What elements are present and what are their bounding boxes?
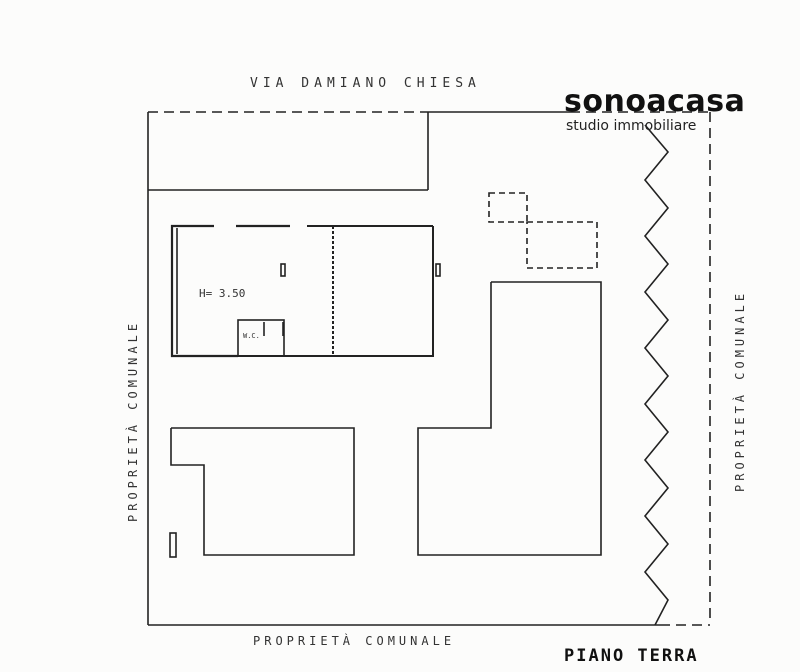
annex-dashed-1 [488,192,528,223]
building-right [417,281,602,556]
annex-dashed-2 [526,221,598,269]
bottom-property-label: PROPRIETÀ COMUNALE [253,634,456,648]
wc-label: W.C. [243,332,260,340]
floor-title: PIANO TERRA [564,646,699,666]
small-element [169,532,177,558]
logo-subtitle: studio immobiliare [566,118,697,134]
building-top [170,224,441,358]
logo-brand: sonoacasa [564,84,746,119]
ceiling-height-label: H= 3.50 [199,287,246,300]
zigzag-boundary [643,124,670,626]
street-label: VIA DAMIANO CHIESA [250,76,481,91]
building-bottom-left [170,427,355,556]
right-property-label: PROPRIETÀ COMUNALE [733,289,747,492]
left-property-label: PROPRIETÀ COMUNALE [126,319,140,522]
